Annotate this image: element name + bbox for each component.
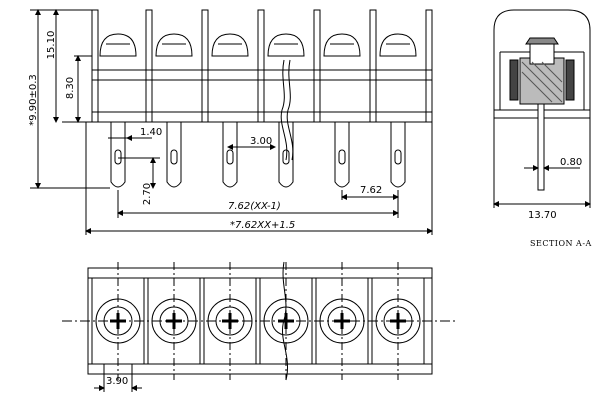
- pin-slot: [338, 149, 346, 165]
- pin-slot: [170, 149, 178, 165]
- screw-cells: [91, 262, 425, 380]
- pin-slot: [282, 149, 290, 165]
- section-housing: [493, 9, 591, 119]
- solder-pin: [334, 122, 350, 188]
- dim-body-height: 15.10: [46, 31, 57, 60]
- vertical-dims: [30, 9, 110, 189]
- barrier-post: [91, 9, 99, 123]
- solder-pin: [166, 122, 182, 188]
- section-pin: [537, 103, 545, 191]
- dim-depth: 13.70: [528, 210, 557, 221]
- barrier-post: [257, 9, 265, 123]
- break-lines-top: [282, 261, 288, 381]
- section-clamp: [509, 37, 575, 105]
- dim-pin-length: [118, 157, 160, 189]
- screw-dome: [155, 33, 193, 57]
- barrier-post: [369, 9, 377, 123]
- screw-dome: [379, 33, 417, 57]
- barrier-posts: [91, 9, 433, 123]
- dim-total-length: [85, 122, 433, 235]
- front-dim-labels: *9.90±0.3 15.10 8.30 1.40 3.00 2.70 7.62…: [28, 31, 382, 231]
- dim-pitch: [341, 190, 399, 200]
- barrier-post: [425, 9, 433, 123]
- front-view: [30, 9, 433, 235]
- screw-dome: [99, 33, 137, 57]
- section-labels: 0.80 13.70 SECTION A-A: [528, 157, 592, 248]
- screw-domes: [99, 33, 417, 57]
- screw-dome: [323, 33, 361, 57]
- dim-pin-width-label: 1.40: [140, 127, 162, 138]
- solder-pin: [110, 122, 126, 188]
- barrier-post: [145, 9, 153, 123]
- section-caption: SECTION A-A: [530, 239, 592, 248]
- barrier-post: [201, 9, 209, 123]
- pin-slot: [394, 149, 402, 165]
- pin-slot: [226, 149, 234, 165]
- dim-pin-spacing-label: 3.00: [250, 136, 272, 147]
- top-view: [62, 261, 456, 392]
- dim-pitch-span-label: 7.62(XX-1): [228, 201, 281, 212]
- break-lines-front: [280, 59, 294, 161]
- dim-screw-offset: 3.90: [106, 376, 128, 387]
- pin-slot: [114, 149, 122, 165]
- solder-pin: [278, 122, 294, 188]
- barrier-post: [313, 9, 321, 123]
- dim-upper-height: 8.30: [65, 77, 76, 99]
- dim-pitch-label: 7.62: [360, 185, 382, 196]
- screw-dome: [211, 33, 249, 57]
- dim-pin-length-label: 2.70: [142, 183, 153, 205]
- dim-total-length-label: *7.62XX+1.5: [230, 220, 295, 231]
- section-view: [493, 9, 591, 208]
- screw-dome: [267, 33, 305, 57]
- dim-pin-thickness: 0.80: [560, 157, 582, 168]
- dim-overall-height: *9.90±0.3: [28, 74, 39, 126]
- solder-pins: [110, 122, 406, 188]
- front-body: [91, 69, 433, 123]
- solder-pin: [222, 122, 238, 188]
- solder-pin: [390, 122, 406, 188]
